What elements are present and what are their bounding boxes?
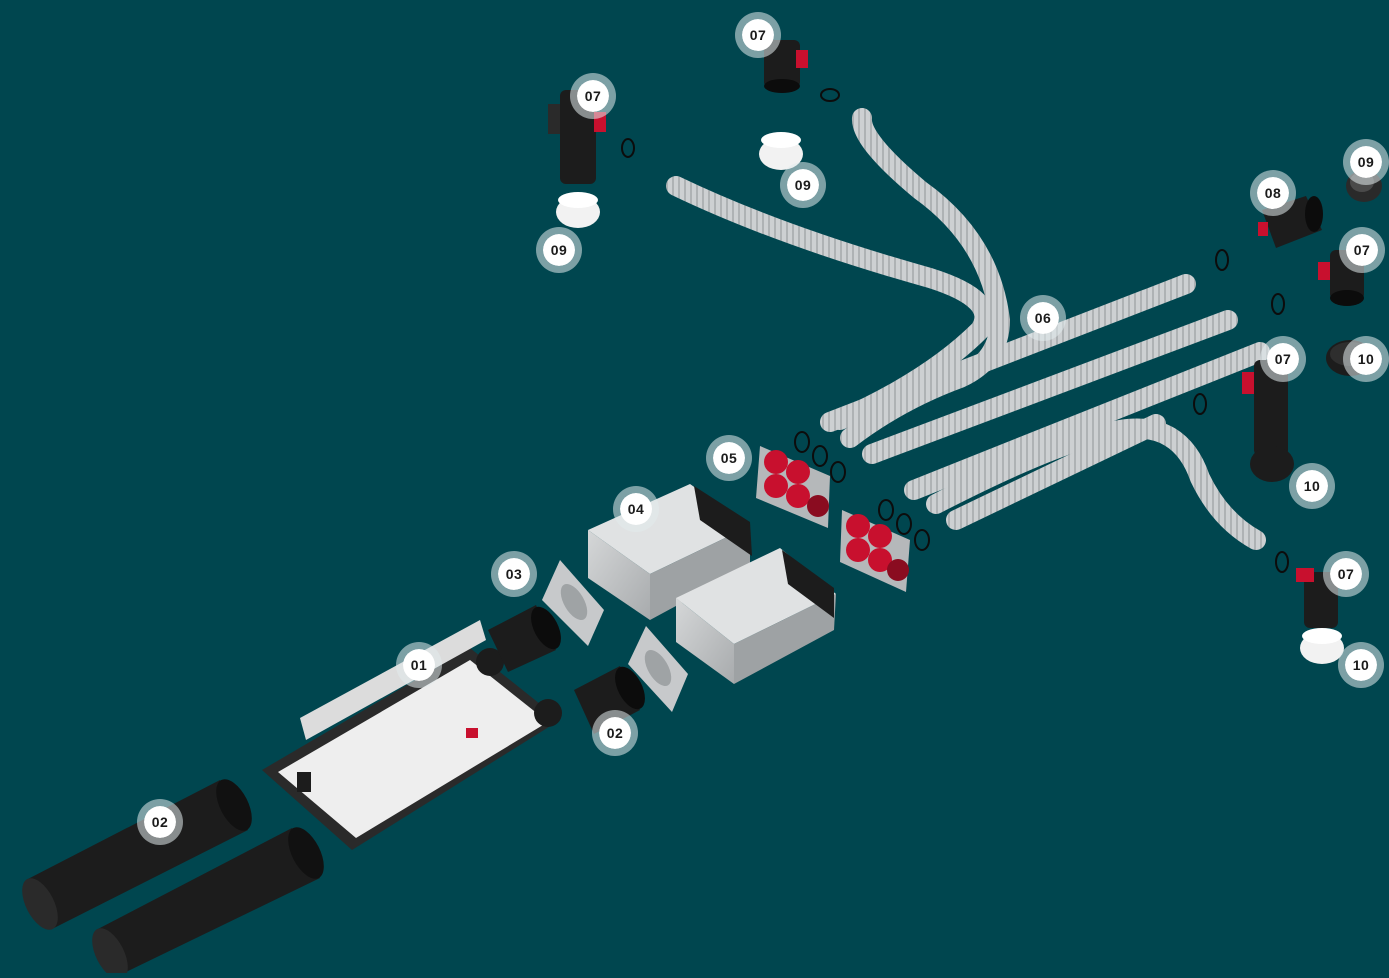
- callout-duct-short: 02: [592, 710, 638, 756]
- callout-diffuser-left: 09: [536, 227, 582, 273]
- manifold-upper: [756, 446, 830, 528]
- callout-manifold: 05: [706, 435, 752, 481]
- plenum-box-lower: [676, 548, 836, 684]
- valve-right-2: [1242, 360, 1288, 456]
- callout-valve-right-1: 07: [1339, 227, 1385, 273]
- callout-plenum: 04: [613, 486, 659, 532]
- callout-grille-right-2: 10: [1289, 463, 1335, 509]
- callout-diffuser-right: 09: [1343, 139, 1389, 185]
- adaptor-plate-upper: [542, 560, 604, 646]
- callout-valve-right-2: 07: [1260, 336, 1306, 382]
- plenum-box-upper: [588, 484, 752, 620]
- callout-grille-right-1: 10: [1343, 336, 1389, 382]
- adaptor-plate-lower: [628, 626, 688, 712]
- diffuser-left: [556, 192, 600, 228]
- callout-valve-right-3: 07: [1323, 551, 1369, 597]
- callout-unit: 01: [396, 642, 442, 688]
- callout-cap: 08: [1250, 170, 1296, 216]
- valve-right-1: [1318, 250, 1364, 306]
- callout-diffuser-top: 09: [780, 162, 826, 208]
- grille-right-3: [1300, 628, 1344, 664]
- seal-rings: [621, 88, 1289, 573]
- callout-valve-left: 07: [570, 73, 616, 119]
- callout-hose: 06: [1020, 295, 1066, 341]
- callout-duct-long: 02: [137, 799, 183, 845]
- flexible-hoses: [666, 108, 1270, 550]
- callout-grille-right-3: 10: [1338, 642, 1384, 688]
- short-duct-upper: [488, 605, 561, 672]
- manifold-lower: [840, 510, 910, 592]
- long-duct-upper: [22, 779, 252, 930]
- grille-right-2: [1250, 446, 1294, 482]
- long-duct-lower: [92, 827, 324, 978]
- callout-plate: 03: [491, 551, 537, 597]
- ventilation-unit: [262, 620, 562, 850]
- callout-valve-top: 07: [735, 12, 781, 58]
- diffuser-top: [759, 132, 803, 170]
